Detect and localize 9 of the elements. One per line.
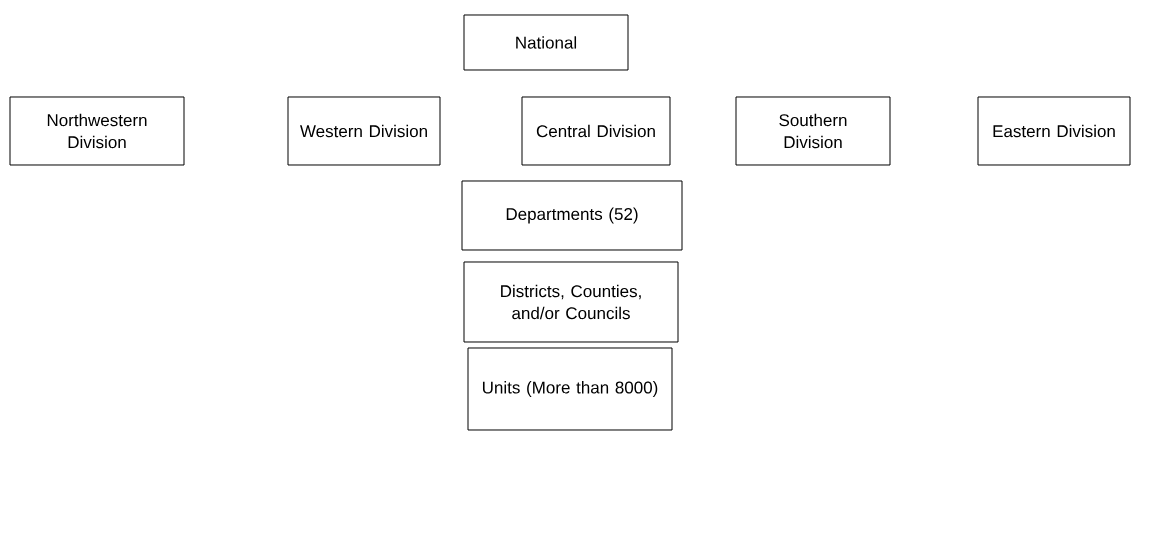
org-box: Districts, Counties, and/or Councils xyxy=(463,261,679,343)
org-box: Northwestern Division xyxy=(9,96,185,166)
org-box: Departments (52) xyxy=(461,180,683,251)
org-box: Central Division xyxy=(521,96,671,166)
org-box: Eastern Division xyxy=(977,96,1131,166)
org-box: Southern Division xyxy=(735,96,891,166)
org-box: Units (More than 8000) xyxy=(467,347,673,431)
org-box: Western Division xyxy=(287,96,441,166)
org-box: National xyxy=(463,14,629,71)
